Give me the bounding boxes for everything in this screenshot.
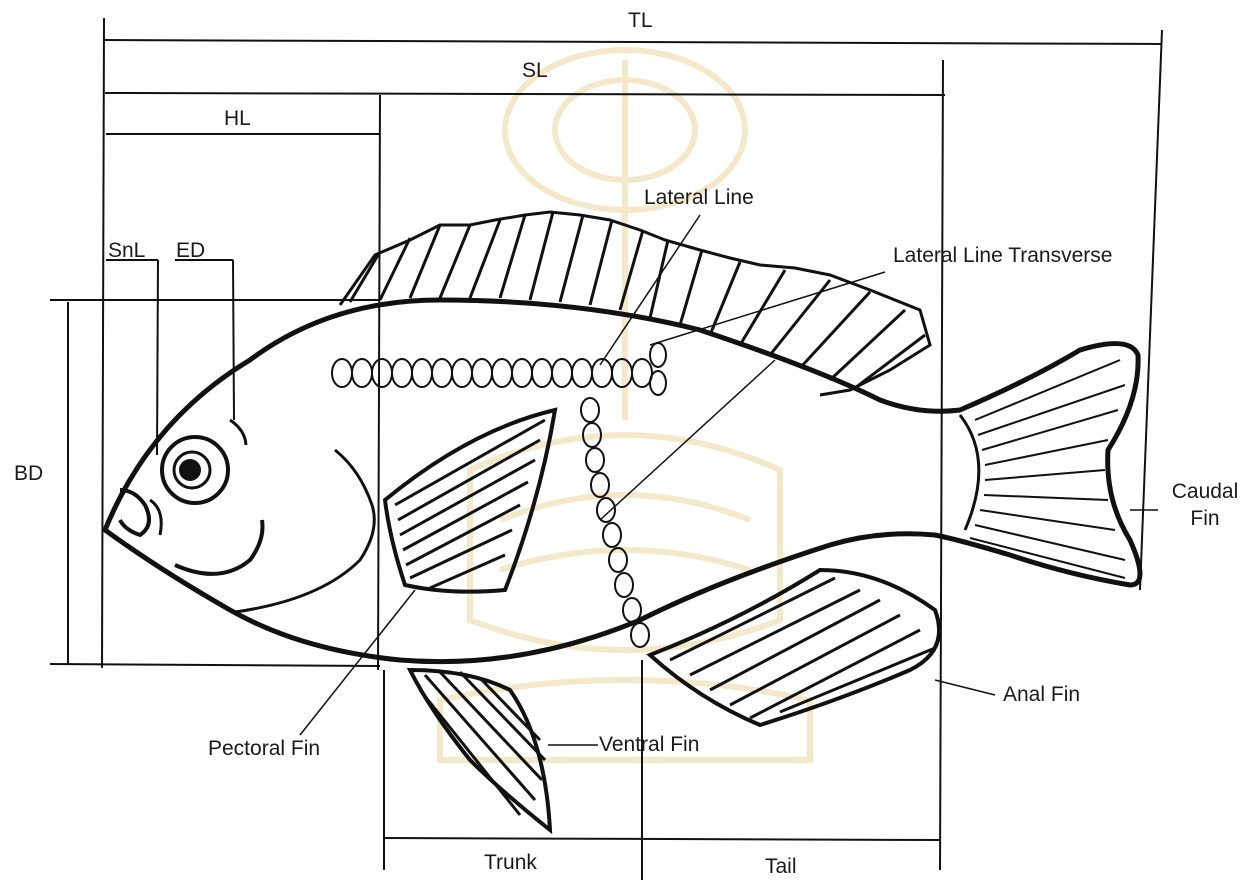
label-pectoral-fin: Pectoral Fin	[208, 738, 320, 759]
ventral-fin	[410, 670, 550, 830]
lateral-line-scales	[332, 343, 666, 395]
leader-lines	[300, 215, 1158, 745]
label-caudal-fin: Caudal Fin	[1160, 478, 1250, 533]
label-snl: SnL	[108, 240, 145, 261]
dorsal-fin	[340, 212, 930, 395]
label-tl: TL	[628, 10, 653, 31]
label-lateral-line: Lateral Line	[644, 187, 754, 208]
label-hl: HL	[224, 108, 251, 129]
label-ed: ED	[176, 240, 205, 261]
label-caudal-fin-line2: Fin	[1160, 505, 1250, 532]
label-trunk: Trunk	[484, 852, 537, 873]
trunk-tail-line	[384, 838, 940, 840]
sl-line	[105, 93, 945, 95]
label-ventral-fin: Ventral Fin	[599, 734, 699, 755]
label-tail: Tail	[765, 856, 797, 877]
tl-line	[104, 40, 1162, 44]
label-anal-fin: Anal Fin	[1003, 684, 1080, 705]
label-sl: SL	[522, 60, 548, 81]
watermark-emblem	[440, 50, 810, 760]
label-bd: BD	[14, 463, 43, 484]
label-lateral-line-transverse: Lateral Line Transverse	[893, 245, 1112, 266]
label-caudal-fin-line1: Caudal	[1160, 478, 1250, 505]
mouth	[120, 490, 149, 535]
